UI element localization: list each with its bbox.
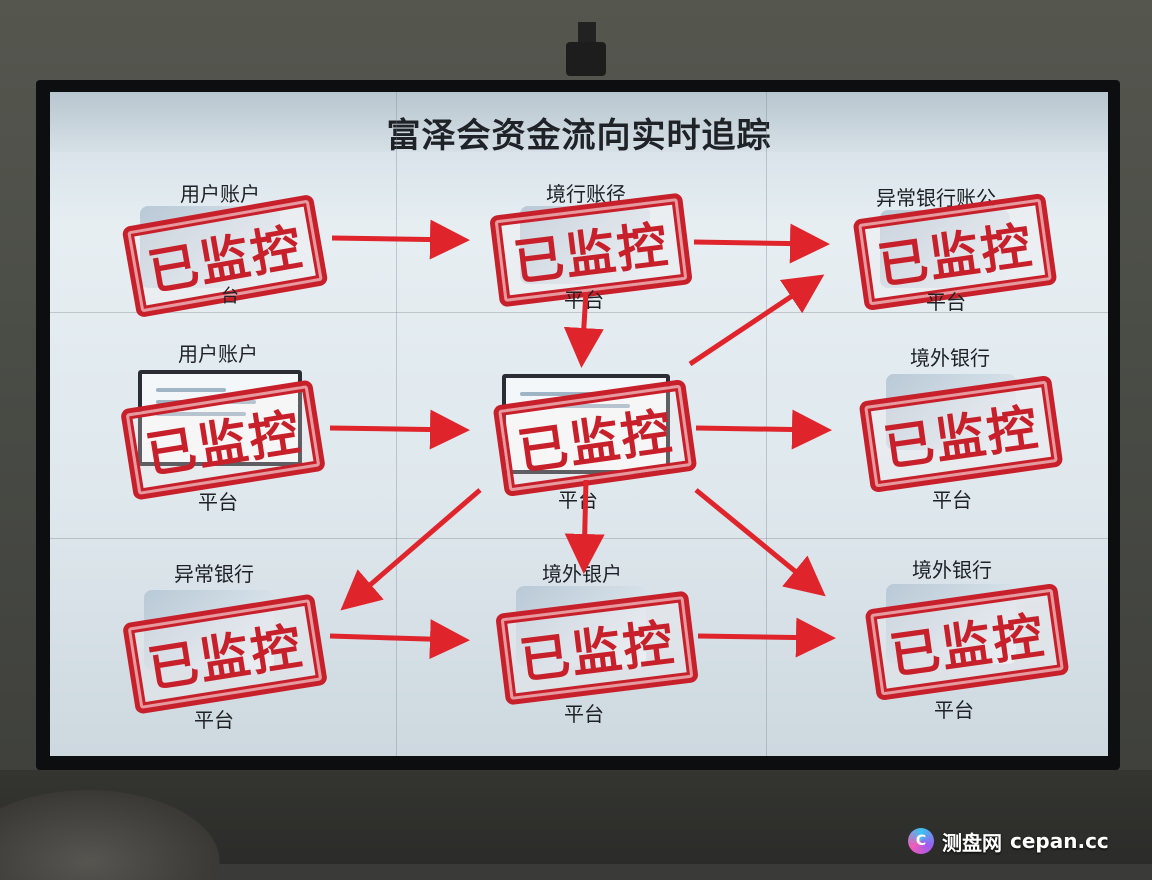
node-label-abnormal-bank: 异常银行 — [174, 562, 254, 586]
node-sub-label: 台 — [221, 286, 239, 307]
arrow — [693, 223, 830, 264]
node-platform-label: 平台 — [194, 708, 234, 732]
arrow — [564, 479, 605, 574]
watermark-logo-icon: C — [908, 828, 934, 854]
node-platform-label: 平台 — [926, 290, 966, 314]
node-label-user-account-1: 用户账户 — [180, 182, 260, 206]
arrow — [695, 409, 832, 450]
arrow — [329, 409, 470, 450]
node-label-overseas-bank-2: 境外银行 — [912, 558, 992, 582]
foreground-person — [0, 790, 220, 880]
account-icon — [516, 586, 646, 666]
arrow — [340, 488, 482, 611]
bank-icon — [886, 584, 1016, 664]
node-platform-label: 平台 — [932, 488, 972, 512]
panel-seam — [766, 92, 767, 756]
site-watermark: C 测盘网 cepan.cc — [908, 826, 1109, 856]
bank-icon — [886, 374, 1016, 450]
title-band — [50, 92, 1108, 152]
arrow — [331, 219, 470, 260]
node-label-user-account-2: 用户账户 — [178, 342, 258, 366]
arrow — [563, 291, 604, 368]
node-platform-label: 平台 — [558, 488, 598, 512]
bank-icon — [144, 590, 274, 670]
flow-arrows — [329, 219, 836, 660]
display-screen: 富泽会资金流向实时追踪 用户账户 已监控 台 境行账径 已监控 平台 异常银行账… — [50, 92, 1108, 756]
bank-icon — [880, 210, 1010, 288]
arrow — [329, 619, 470, 660]
node-label-overseas-bank-1: 境外银行 — [910, 346, 990, 370]
account-icon — [520, 206, 650, 284]
camera — [566, 42, 606, 76]
watermark-site-name: 测盘网 — [942, 830, 1002, 855]
watermark-domain: cepan.cc — [1010, 829, 1109, 853]
node-label-abnormal-bank-account: 异常银行账公 — [876, 186, 996, 210]
node-platform-label: 平台 — [564, 702, 604, 726]
arrow — [694, 488, 826, 597]
laptop-icon — [138, 370, 302, 466]
account-icon — [140, 206, 280, 288]
platform-laptop-icon — [502, 374, 670, 474]
page-title: 富泽会资金流向实时追踪 — [386, 116, 772, 156]
panel-seam — [396, 92, 397, 756]
panel-seam — [50, 312, 1108, 313]
node-platform-label: 平台 — [934, 698, 974, 722]
camera-mount — [578, 22, 596, 44]
arrow — [697, 617, 836, 658]
node-platform-label: 平台 — [198, 490, 238, 514]
node-label-domestic-account: 境行账径 — [546, 182, 626, 206]
arrow — [688, 274, 825, 367]
